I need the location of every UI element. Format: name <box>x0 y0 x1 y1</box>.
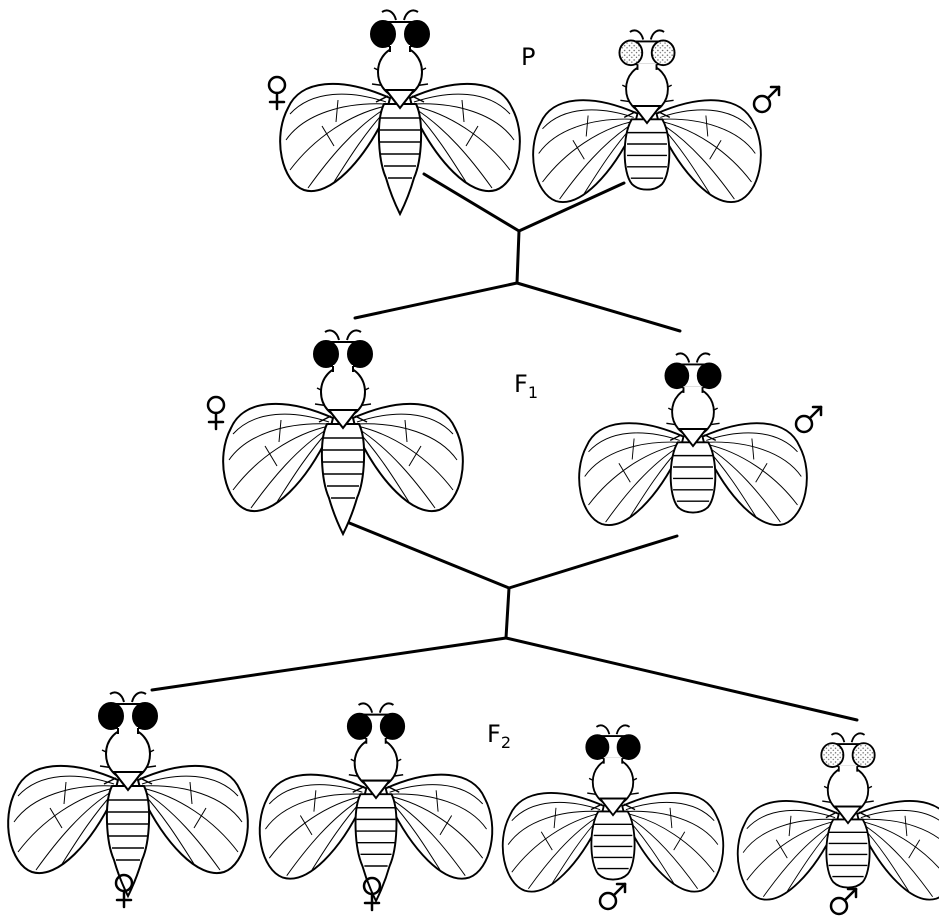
abdomen <box>354 793 398 904</box>
right-wing <box>351 402 464 513</box>
left-wing <box>222 402 335 513</box>
right-eye <box>851 742 876 768</box>
right-eye <box>132 702 158 730</box>
fly-p-female <box>279 9 521 217</box>
left-eye <box>664 362 690 390</box>
cross-lines-p-f1 <box>353 172 682 333</box>
abdomen <box>623 118 671 191</box>
fly-f2-female-2 <box>258 702 494 904</box>
antennae <box>830 732 866 743</box>
male-symbol <box>752 85 781 114</box>
fly-f2-male-1 <box>501 724 725 893</box>
left-eye <box>618 39 644 67</box>
antennae <box>358 702 394 713</box>
left-wing <box>501 792 605 893</box>
right-eye <box>650 39 676 67</box>
female-symbol <box>362 876 382 912</box>
fly-f1-female <box>222 329 464 537</box>
antennae <box>381 9 419 21</box>
left-wing <box>578 422 685 526</box>
right-wing <box>136 764 249 875</box>
right-eye <box>347 340 373 368</box>
abdomen <box>590 810 636 881</box>
left-wing <box>7 764 120 875</box>
female-symbol <box>206 395 226 431</box>
antennae <box>324 329 362 341</box>
right-eye <box>379 712 406 740</box>
sex-symbols-layer <box>114 75 858 916</box>
abdomen <box>825 818 871 889</box>
right-wing <box>621 792 725 893</box>
generation-label-f1: F1 <box>514 370 538 402</box>
female-symbol <box>114 873 134 909</box>
left-eye <box>313 340 339 368</box>
abdomen <box>669 441 717 514</box>
left-eye <box>346 712 373 740</box>
abdomen <box>320 423 366 537</box>
right-wing <box>856 800 939 901</box>
right-eye <box>616 734 641 760</box>
left-wing <box>279 82 392 193</box>
right-wing <box>655 99 762 203</box>
left-wing <box>736 800 840 901</box>
fly-p-male <box>532 29 762 203</box>
fly-f1-male <box>578 352 808 526</box>
generation-label-f2-letter: F <box>487 720 501 748</box>
right-eye <box>404 20 430 48</box>
generation-label-f2-sub: 2 <box>501 733 511 752</box>
antennae <box>675 352 711 363</box>
left-eye <box>98 702 124 730</box>
left-eye <box>370 20 396 48</box>
flies-layer <box>7 9 939 904</box>
right-wing <box>384 773 494 880</box>
abdomen <box>105 785 151 899</box>
antennae <box>109 691 147 703</box>
male-symbol <box>598 882 627 911</box>
antennae <box>629 29 665 40</box>
left-eye <box>820 742 845 768</box>
abdomen <box>377 103 423 217</box>
right-wing <box>701 422 808 526</box>
generation-label-f1-letter: F <box>514 370 528 398</box>
antennae <box>595 724 631 735</box>
left-wing <box>258 773 368 880</box>
cross-lines-f1-f2 <box>150 518 859 722</box>
female-symbol <box>267 75 287 111</box>
fly-f2-male-2 <box>736 732 939 901</box>
left-wing <box>532 99 639 203</box>
left-eye <box>585 734 610 760</box>
male-symbol <box>829 887 858 916</box>
generation-label-f2: F2 <box>487 720 511 752</box>
generation-label-p: P <box>521 43 535 71</box>
right-eye <box>696 362 722 390</box>
male-symbol <box>794 405 823 434</box>
fly-f2-female-1 <box>7 691 249 899</box>
generation-label-f1-sub: 1 <box>528 383 538 402</box>
